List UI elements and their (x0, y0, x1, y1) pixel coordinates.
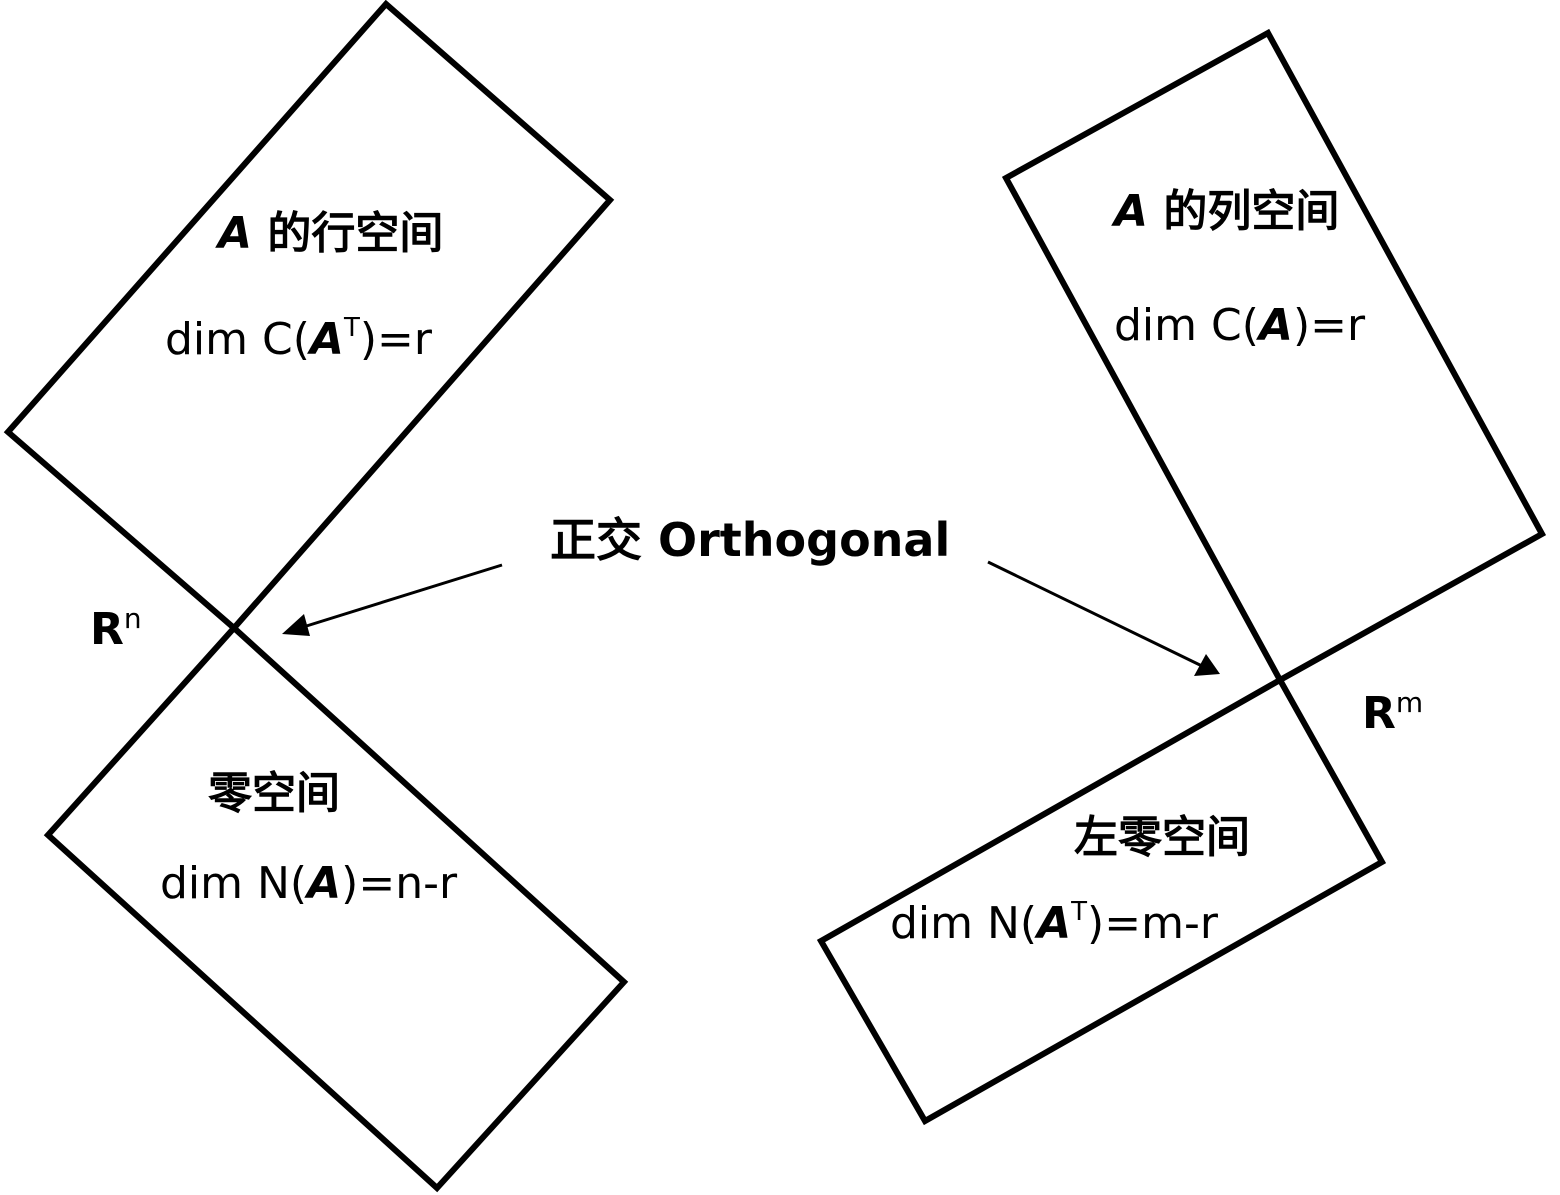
row-space-formula: dim C(AT)=r (165, 313, 433, 365)
null-space-formula: dim N(A)=n-r (160, 858, 458, 909)
right-arrow-head (1194, 654, 1220, 676)
column-space-title: A 的列空间 (1111, 186, 1339, 237)
column-space-title-var: A (1111, 186, 1148, 237)
column-space-title-text: 的列空间 (1148, 186, 1339, 237)
row-space-title-var: A (215, 208, 252, 259)
orthogonal-label: 正交 Orthogonal (550, 513, 950, 567)
left-null-space-formula: dim N(AT)=m-r (890, 897, 1219, 949)
right-arrow-line (987, 560, 1203, 668)
null-space-box (43, 623, 629, 1193)
null-space-title: 零空间 (208, 768, 340, 819)
left-arrow-head (282, 614, 310, 636)
row-space-title: A 的行空间 (215, 208, 443, 259)
rm-label: Rm (1362, 686, 1423, 739)
left-null-space-title: 左零空间 (1074, 812, 1250, 863)
left-arrow-line (299, 563, 503, 630)
rn-label: Rn (90, 602, 142, 655)
column-space-box (1001, 28, 1547, 685)
left-null-space-box (816, 675, 1387, 1126)
column-space-formula: dim C(A)=r (1114, 300, 1366, 351)
row-space-title-text: 的行空间 (252, 208, 443, 259)
